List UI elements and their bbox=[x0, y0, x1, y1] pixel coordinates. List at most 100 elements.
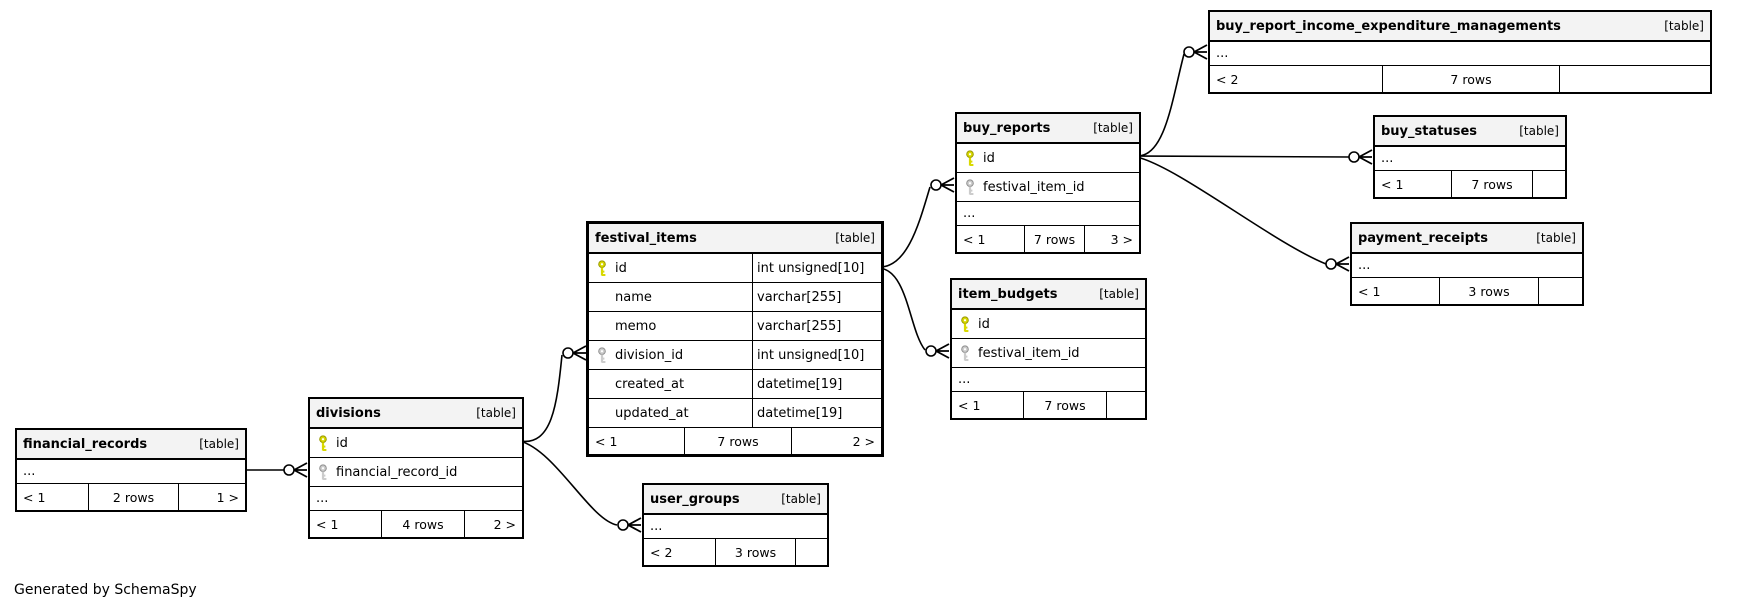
table-buy_reports[interactable]: buy_reports[table]id festival_item_id...<… bbox=[955, 112, 1141, 254]
connector-festival_items-item_budgets bbox=[878, 267, 950, 359]
table-name: buy_report_income_expenditure_management… bbox=[1216, 18, 1561, 34]
footer-center-cell: 7 rows bbox=[685, 428, 792, 454]
column-row-financial_record_id[interactable]: financial_record_id bbox=[310, 458, 522, 487]
footer-left-cell[interactable]: < 1 bbox=[1352, 278, 1440, 304]
footer-left-cell[interactable]: < 1 bbox=[589, 428, 685, 454]
column-type: varchar[255] bbox=[752, 283, 881, 311]
connector-buy_reports-payment_receipts bbox=[1136, 156, 1350, 272]
footer-right-cell[interactable] bbox=[796, 539, 827, 565]
table-name: festival_items bbox=[595, 230, 697, 246]
column-name: id bbox=[978, 316, 990, 332]
footer-right-cell[interactable] bbox=[1560, 66, 1710, 92]
primary-key-icon bbox=[319, 434, 327, 451]
table-header[interactable]: divisions[table] bbox=[310, 399, 522, 429]
crow-foot-icon bbox=[1193, 44, 1208, 60]
footer-left-cell[interactable]: < 1 bbox=[310, 511, 382, 537]
table-header[interactable]: financial_records[table] bbox=[17, 430, 245, 460]
column-row-id[interactable]: id bbox=[957, 144, 1139, 173]
footer-left-cell[interactable]: < 2 bbox=[1210, 66, 1383, 92]
column-name: updated_at bbox=[615, 405, 689, 421]
primary-key-icon-cell bbox=[957, 149, 983, 167]
table-buy_report_income_expenditure_managements[interactable]: buy_report_income_expenditure_management… bbox=[1208, 10, 1712, 94]
column-row-id[interactable]: id bbox=[952, 310, 1145, 339]
table-header[interactable]: payment_receipts[table] bbox=[1352, 224, 1582, 254]
zero-or-one-circle-icon bbox=[562, 347, 574, 359]
footer-right-cell[interactable]: 2 > bbox=[852, 433, 875, 449]
column-type: int unsigned[10] bbox=[752, 341, 881, 369]
table-header[interactable]: buy_reports[table] bbox=[957, 114, 1139, 144]
table-header[interactable]: buy_statuses [table] bbox=[1375, 117, 1565, 147]
crow-foot-icon bbox=[935, 343, 950, 359]
footer-center-cell: 7 rows bbox=[1024, 392, 1107, 418]
table-type-tag: [table] bbox=[1536, 231, 1576, 245]
column-name: created_at bbox=[615, 376, 685, 392]
connector-buy_reports-buy_statuses bbox=[1136, 149, 1373, 165]
crow-foot-icon bbox=[1358, 149, 1373, 165]
crow-foot-icon bbox=[940, 177, 955, 193]
foreign-key-icon-cell bbox=[310, 463, 336, 481]
hidden-columns-row: ... bbox=[1352, 254, 1582, 278]
table-type-tag: [table] bbox=[476, 406, 516, 420]
foreign-key-icon bbox=[598, 346, 606, 363]
hidden-columns-row: ... bbox=[1375, 147, 1565, 171]
table-item_budgets[interactable]: item_budgets[table]id festival_item_id...… bbox=[950, 278, 1147, 420]
table-header[interactable]: item_budgets[table] bbox=[952, 280, 1145, 310]
footer-left-cell[interactable]: < 1 bbox=[957, 226, 1025, 252]
footer-left-cell[interactable]: < 2 bbox=[644, 539, 716, 565]
table-header[interactable]: user_groups[table] bbox=[644, 485, 827, 515]
column-name: financial_record_id bbox=[336, 464, 458, 480]
table-type-tag: [table] bbox=[781, 492, 821, 506]
foreign-key-icon bbox=[319, 463, 327, 480]
footer-right-cell[interactable]: 2 > bbox=[493, 516, 516, 532]
footer-right-cell[interactable] bbox=[1539, 278, 1582, 304]
column-row-id[interactable]: id bbox=[310, 429, 522, 458]
connector-divisions-festival_items bbox=[519, 345, 587, 443]
crow-foot-icon bbox=[627, 517, 642, 533]
column-type: int unsigned[10] bbox=[752, 254, 881, 282]
table-header[interactable]: festival_items[table] bbox=[589, 224, 881, 254]
column-row-festival_item_id[interactable]: festival_item_id bbox=[952, 339, 1145, 368]
primary-key-icon bbox=[598, 259, 606, 276]
footer-right-cell[interactable]: 1 > bbox=[216, 489, 239, 505]
zero-or-one-circle-icon bbox=[925, 345, 937, 357]
hidden-columns-row: ... bbox=[957, 202, 1139, 226]
zero-or-one-circle-icon bbox=[1325, 258, 1337, 270]
table-type-tag: [table] bbox=[199, 437, 239, 451]
footer-left-cell[interactable]: < 1 bbox=[17, 484, 89, 510]
foreign-key-icon-cell bbox=[952, 344, 978, 362]
footer-right-cell[interactable] bbox=[1533, 171, 1565, 197]
footer-left-cell[interactable]: < 1 bbox=[1375, 171, 1452, 197]
footer-left-cell[interactable]: < 1 bbox=[952, 392, 1024, 418]
table-type-tag: [table] bbox=[1664, 19, 1704, 33]
footer-center-cell: 7 rows bbox=[1452, 171, 1533, 197]
connector-financial_records-divisions bbox=[243, 462, 308, 478]
table-name: buy_statuses bbox=[1381, 123, 1478, 139]
hidden-columns-row: ... bbox=[952, 368, 1145, 392]
footer-right-cell[interactable]: 3 > bbox=[1110, 231, 1133, 247]
table-header[interactable]: buy_report_income_expenditure_management… bbox=[1210, 12, 1710, 42]
table-type-tag: [table] bbox=[1519, 124, 1559, 138]
footer-right-cell[interactable] bbox=[1107, 392, 1145, 418]
column-name: festival_item_id bbox=[983, 179, 1085, 195]
footer-center-cell: 3 rows bbox=[1440, 278, 1539, 304]
column-row-festival_item_id[interactable]: festival_item_id bbox=[957, 173, 1139, 202]
crow-foot-icon bbox=[1335, 256, 1350, 272]
